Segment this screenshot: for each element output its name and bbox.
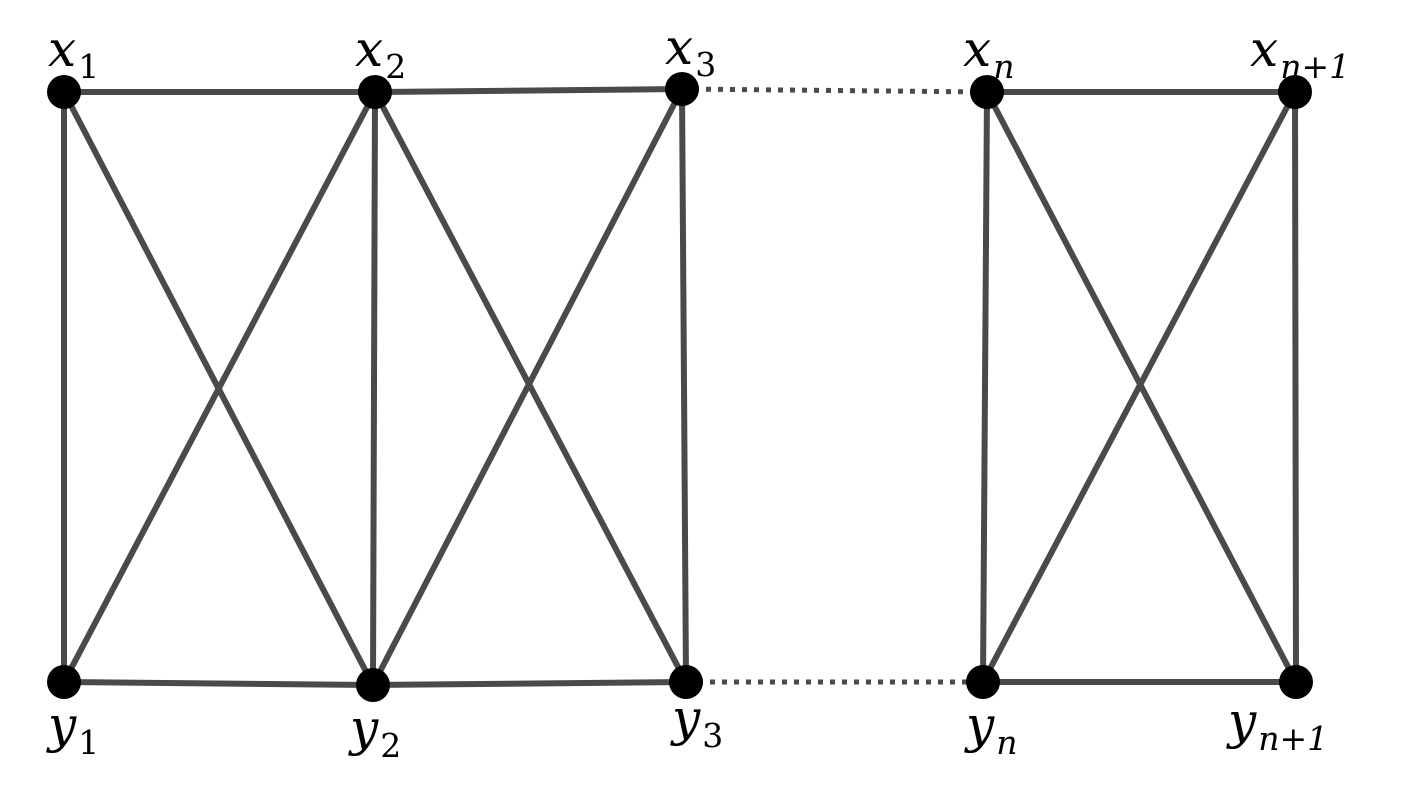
node-label-letter: x (48, 20, 76, 78)
node-yn (966, 665, 1000, 699)
node-label-letter: x (355, 20, 383, 78)
edge-xn1-yn1 (1292, 89, 1299, 685)
node-label-letter: x (963, 20, 991, 78)
edge-x3-y3 (679, 86, 689, 685)
node-y3 (669, 665, 703, 699)
node-label-letter: x (665, 18, 693, 76)
node-label-subscript: n+1 (1280, 47, 1350, 86)
node-label-xn1: xn+1 (1250, 20, 1350, 86)
edges-layer (61, 86, 1299, 688)
node-x3 (665, 72, 699, 106)
node-label-subscript: 1 (78, 723, 99, 762)
node-label-y2: y2 (348, 699, 401, 765)
node-xn (970, 75, 1004, 109)
node-label-x2: x2 (355, 20, 406, 86)
node-label-subscript: n (996, 723, 1017, 762)
nodes-layer (47, 72, 1313, 702)
node-x2 (358, 75, 392, 109)
node-x1 (47, 75, 81, 109)
edge-y1-y2 (61, 679, 376, 688)
node-xn1 (1278, 75, 1312, 109)
node-y1 (47, 665, 81, 699)
node-label-subscript: n+1 (1258, 719, 1328, 758)
edge-x3-y2 (370, 86, 685, 688)
node-label-yn: yn (964, 696, 1018, 762)
node-y2 (356, 668, 390, 702)
node-label-letter: y (46, 696, 77, 754)
edge-x2-y1 (61, 89, 378, 685)
node-label-xn: xn (963, 20, 1014, 86)
node-label-letter: x (1250, 20, 1278, 78)
node-label-letter: y (964, 696, 995, 754)
node-label-yn1: yn+1 (1226, 692, 1328, 758)
edge-xn-yn (980, 89, 990, 685)
node-label-subscript: 1 (78, 47, 99, 86)
edge-x3-xn (681, 86, 988, 95)
node-label-subscript: 2 (385, 47, 406, 86)
node-label-letter: y (1226, 692, 1257, 750)
node-label-x3: x3 (665, 18, 716, 84)
edge-x2-x3 (372, 86, 685, 95)
node-label-y3: y3 (670, 689, 723, 755)
node-label-subscript: 2 (380, 726, 401, 765)
node-label-y1: y1 (46, 696, 99, 762)
edge-x2-y2 (370, 89, 378, 688)
node-label-letter: y (348, 699, 379, 757)
node-yn1 (1279, 665, 1313, 699)
node-label-letter: y (670, 689, 701, 747)
node-label-subscript: n (993, 47, 1014, 86)
node-label-x1: x1 (48, 20, 99, 86)
node-label-subscript: 3 (702, 716, 723, 755)
edge-y2-y3 (370, 679, 689, 688)
edge-xn1-yn (980, 89, 1298, 685)
node-label-subscript: 3 (695, 45, 716, 84)
